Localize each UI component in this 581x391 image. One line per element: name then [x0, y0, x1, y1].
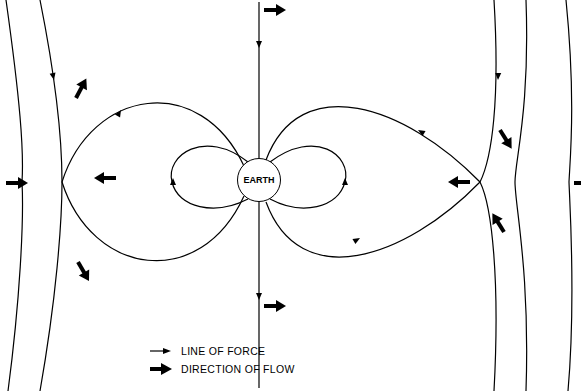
flow-arrow	[495, 127, 517, 152]
line-arrowhead	[50, 73, 57, 81]
closed-field-line	[266, 107, 480, 257]
flow-arrow	[264, 300, 286, 312]
polar-field-line	[258, 2, 259, 158]
field-arrowheads	[50, 41, 502, 300]
node-label: EARTH	[244, 176, 275, 185]
flow-arrow	[73, 259, 94, 284]
legend-entry: LINE OF FORCE	[181, 346, 265, 357]
field-lines	[6, 0, 572, 391]
solar-wind-field-line	[6, 0, 22, 391]
legend-samples	[150, 348, 172, 375]
tail-field-line	[566, 0, 572, 391]
flow-sample-head	[161, 363, 172, 375]
flow-arrow	[574, 181, 581, 185]
solar-wind-field-line	[40, 0, 62, 391]
line-arrowhead	[352, 235, 361, 244]
flow-arrow	[487, 210, 509, 235]
line-arrowhead	[256, 293, 262, 300]
earth-circle: EARTH	[237, 158, 281, 202]
line-arrowhead	[342, 178, 348, 185]
legend-entry: DIRECTION OF FLOW	[181, 364, 295, 375]
line-arrowhead	[256, 41, 262, 48]
line-arrowhead	[170, 178, 176, 185]
flow-arrow	[448, 176, 470, 188]
flow-arrow	[264, 4, 286, 16]
line-arrowhead	[115, 109, 124, 118]
line-sample	[150, 350, 164, 351]
tail-field-line	[515, 0, 527, 391]
flow-arrow	[6, 177, 28, 189]
tail-field-line	[480, 0, 496, 391]
flow-arrows	[6, 4, 581, 312]
flow-arrow	[94, 172, 116, 184]
line-arrowhead	[417, 127, 426, 136]
closed-field-line	[270, 146, 346, 208]
closed-field-line	[62, 103, 244, 261]
line-arrowhead	[495, 73, 501, 80]
line-sample-head	[163, 348, 171, 354]
flow-sample	[150, 367, 162, 371]
flow-arrow	[71, 76, 92, 101]
